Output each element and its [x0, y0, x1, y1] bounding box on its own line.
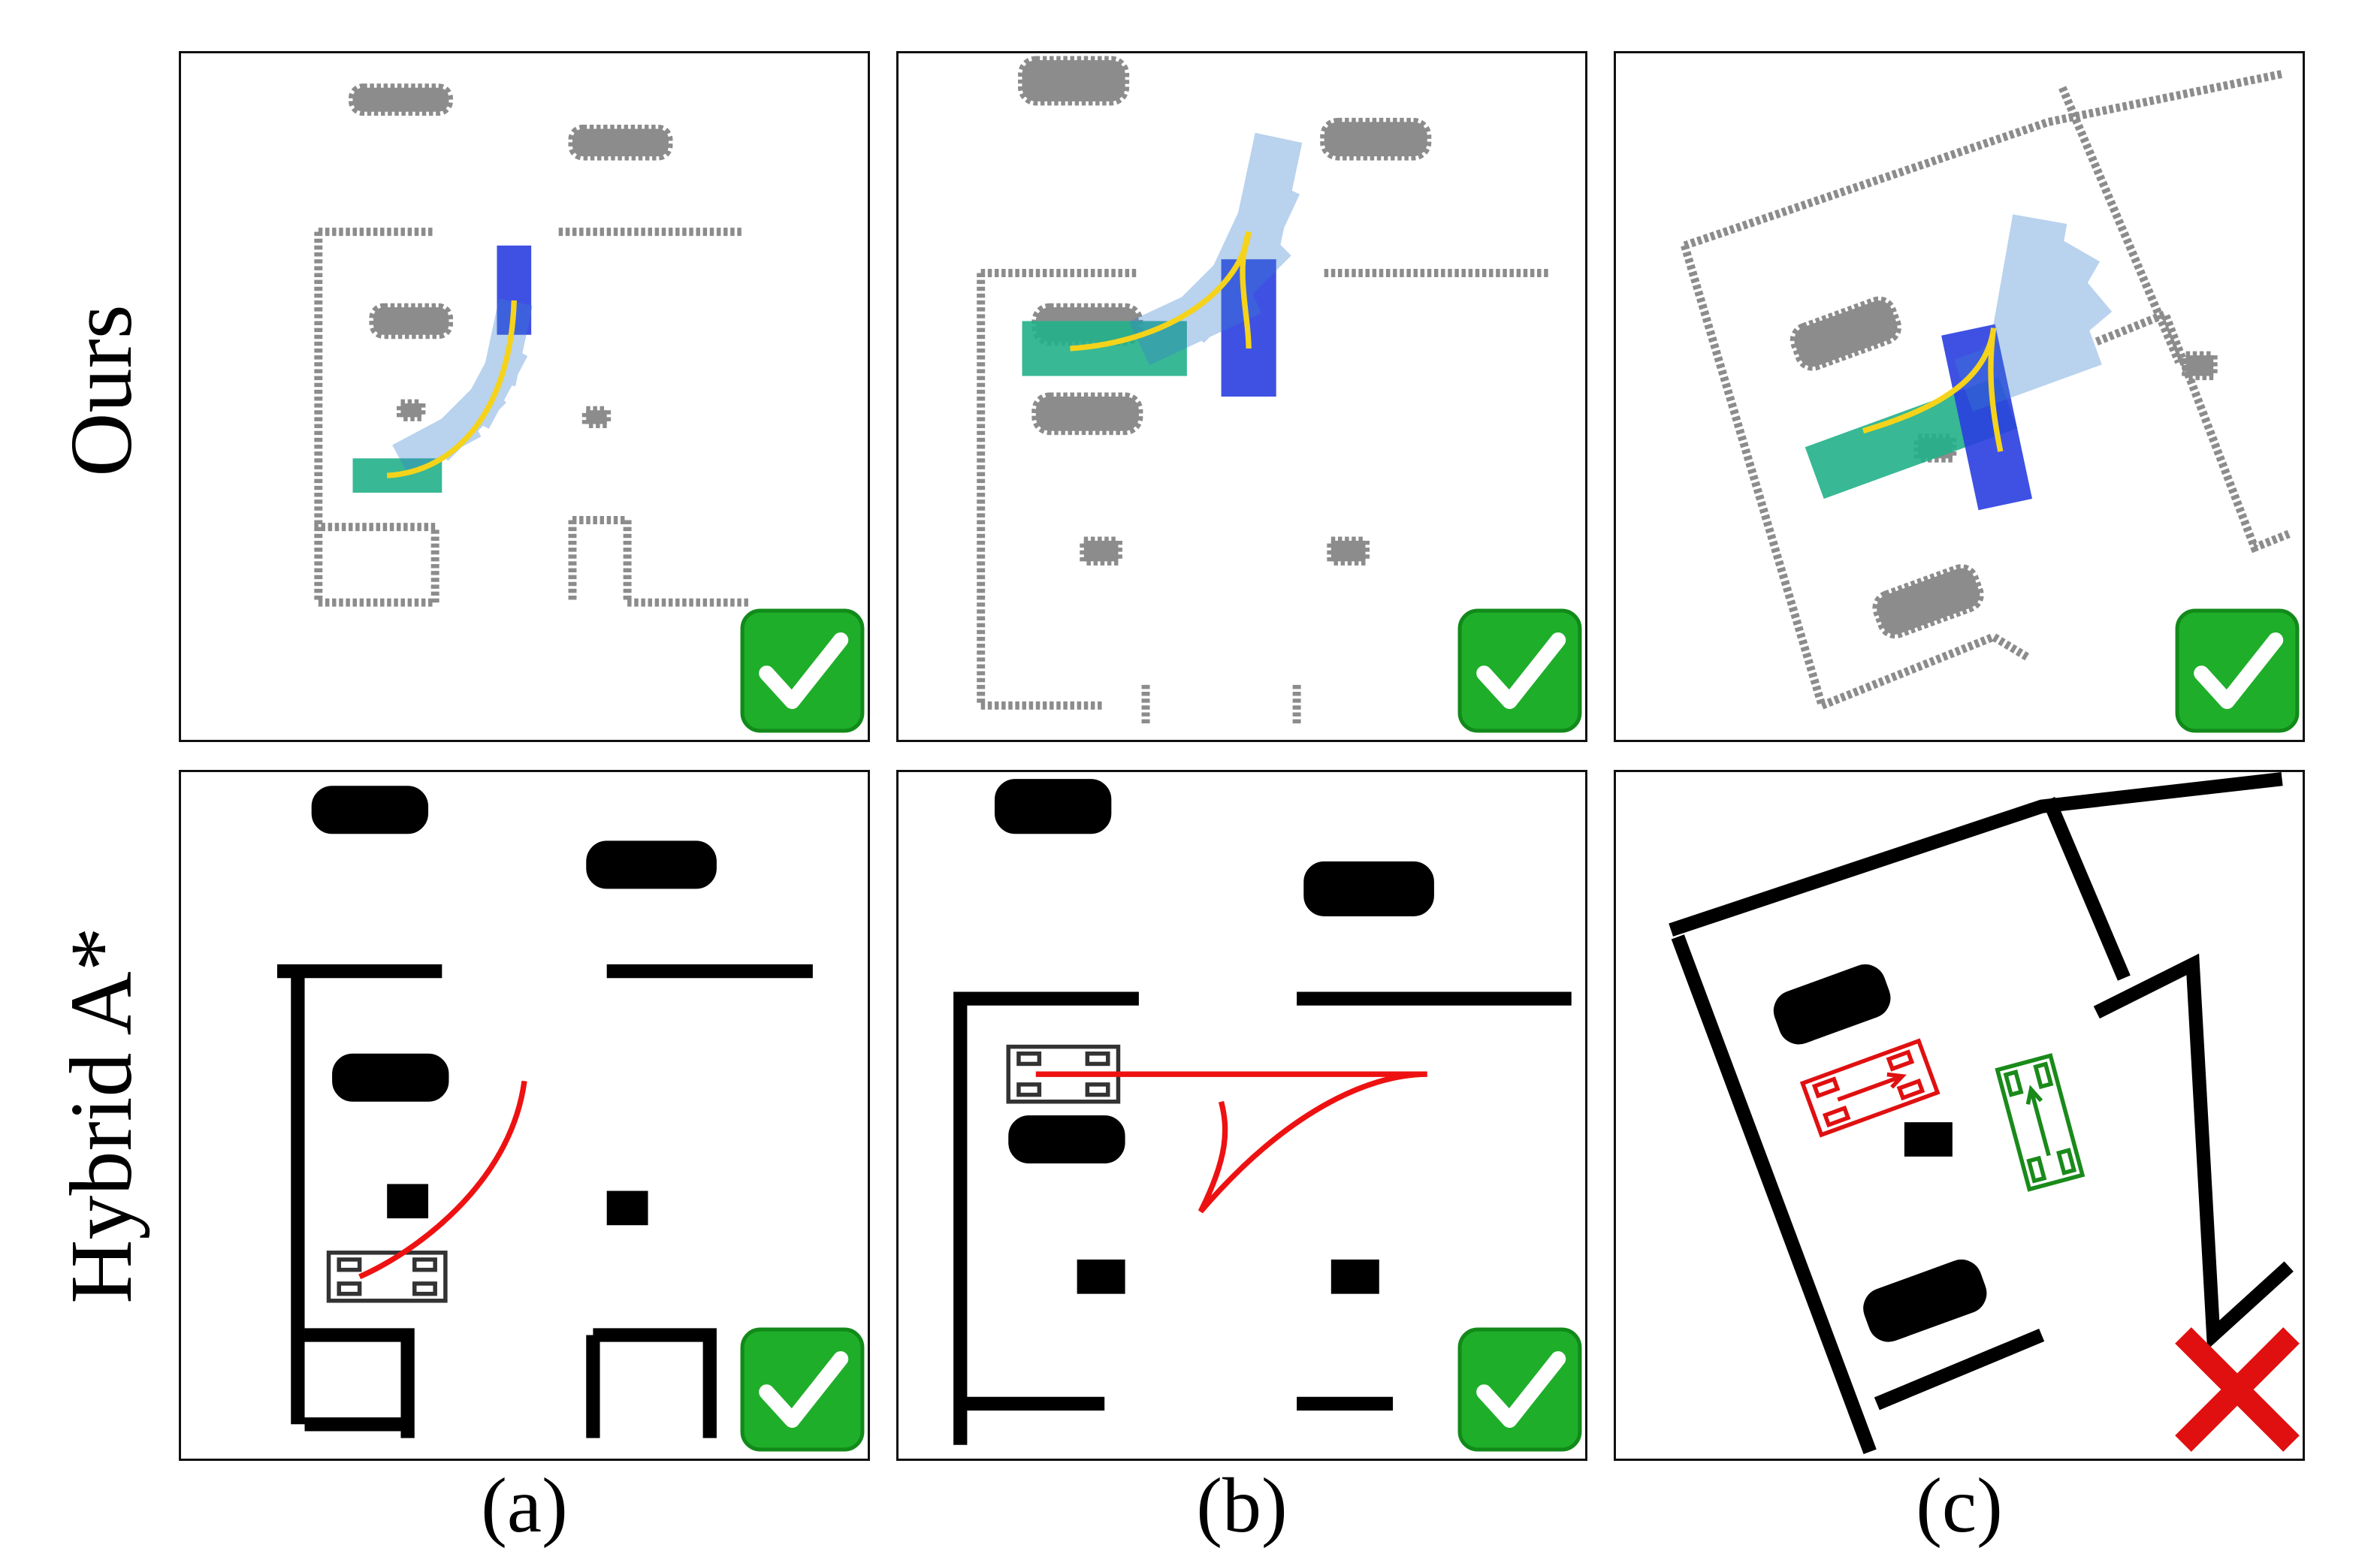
- check-icon: [2194, 632, 2284, 709]
- failure-mark-hybrid-c: [2175, 1327, 2300, 1452]
- success-badge-ours-a: [740, 608, 865, 733]
- panel-ours-a: [179, 51, 870, 742]
- success-badge-hybrid-b: [1457, 1327, 1582, 1452]
- occupancy-map: [1669, 772, 2294, 1455]
- column-label-c: (c): [1916, 1462, 2003, 1549]
- check-icon: [759, 632, 849, 709]
- trajectory: [1035, 1071, 1427, 1214]
- row-label-ours: Ours: [52, 304, 150, 477]
- cross-icon: [2175, 1327, 2300, 1452]
- trajectory: [387, 300, 517, 478]
- success-badge-hybrid-a: [740, 1327, 865, 1452]
- check-icon: [1476, 1351, 1566, 1428]
- pose-sweep: [1128, 132, 1303, 366]
- vehicle-start: [326, 1251, 448, 1303]
- occupancy-map: [276, 786, 813, 1438]
- occupancy-map: [953, 779, 1572, 1445]
- column-label-b: (b): [1196, 1462, 1288, 1549]
- panel-ours-c: [1614, 51, 2305, 742]
- row-label-hybrid-astar: Hybrid A*: [52, 927, 150, 1304]
- success-badge-ours-c: [2175, 608, 2300, 733]
- vehicle-goal: [1995, 1053, 2086, 1192]
- trajectory: [358, 1080, 527, 1280]
- vehicle-start: [1799, 1038, 1941, 1138]
- success-badge-ours-b: [1457, 608, 1582, 733]
- column-label-a: (a): [481, 1462, 568, 1549]
- check-icon: [759, 1351, 849, 1428]
- check-icon: [1476, 632, 1566, 709]
- trajectory: [1862, 327, 2004, 452]
- trajectory: [1070, 231, 1252, 352]
- goal-pose: [1941, 324, 2033, 511]
- pose-sweep: [1954, 214, 2113, 412]
- occupancy-map: [311, 83, 751, 607]
- pose-sweep: [392, 298, 533, 475]
